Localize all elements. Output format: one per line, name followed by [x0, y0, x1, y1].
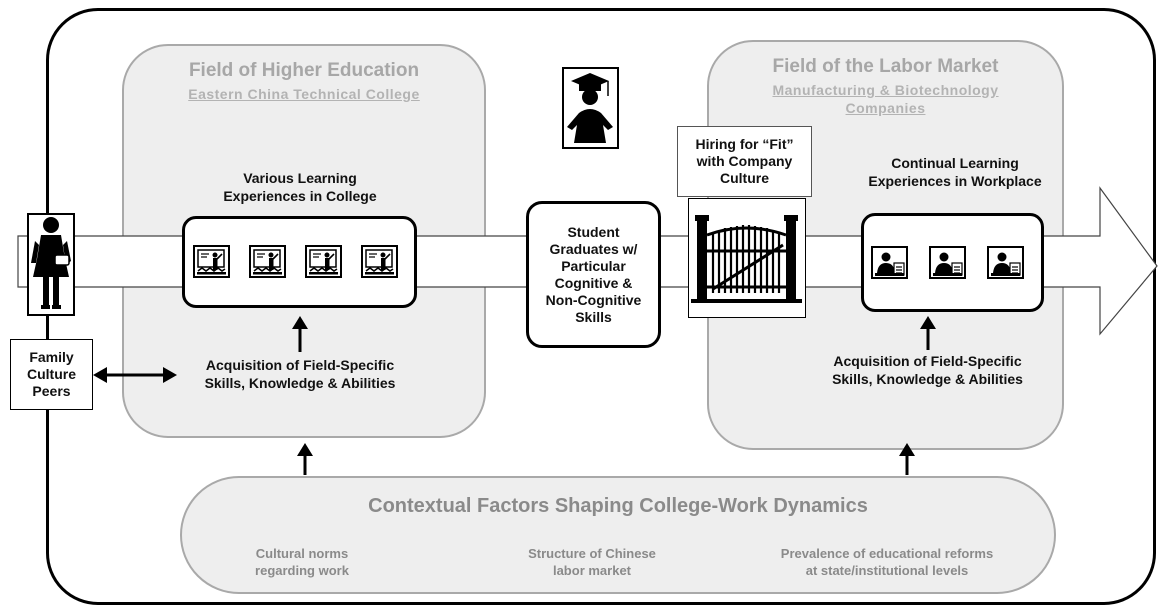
- context-to-labor-arrow: [899, 443, 915, 475]
- classroom-teacher-icon: [305, 245, 342, 278]
- graduates-line4: Cognitive &: [554, 274, 633, 291]
- office-worker-icon: [929, 246, 966, 279]
- student-icon: [31, 217, 71, 309]
- workplace-acquisition-label: Acquisition of Field-Specific Skills, Kn…: [795, 352, 1060, 388]
- hiring-line1: Hiring for “Fit”: [695, 136, 794, 152]
- gate-icon: [691, 215, 802, 303]
- higher-education-subtitle: Eastern China Technical College: [188, 86, 420, 102]
- workplace-acquisition-line1: Acquisition of Field-Specific: [833, 353, 1022, 369]
- gate-icon-box: [688, 198, 806, 318]
- workplace-experiences-line2: Experiences in Workplace: [868, 173, 1042, 189]
- hiring-line3: Culture: [720, 170, 769, 186]
- graduates-line5: Non-Cognitive: [545, 291, 642, 308]
- college-experiences-label: Various Learning Experiences in College: [180, 169, 420, 205]
- student-graduates-box: Student Graduates w/ Particular Cognitiv…: [526, 201, 661, 348]
- classroom-teacher-icon: [249, 245, 286, 278]
- higher-education-title: Field of Higher Education: [188, 60, 420, 81]
- graduates-line3: Particular: [561, 257, 626, 274]
- context-item-educational-reforms: Prevalence of educational reforms at sta…: [742, 545, 1032, 579]
- college-experiences-line1: Various Learning: [243, 170, 357, 186]
- classroom-teacher-icon: [361, 245, 398, 278]
- labor-market-subtitle-line1: Manufacturing & Biotechnology: [772, 82, 999, 98]
- context-item-line2: labor market: [552, 563, 632, 578]
- context-item-line1: Prevalence of educational reforms: [780, 546, 994, 561]
- culture-line: Culture: [27, 366, 76, 382]
- context-item-labor-market: Structure of Chinese labor market: [497, 545, 687, 579]
- peers-line: Peers: [32, 383, 71, 399]
- graduates-line6: Skills: [575, 308, 612, 325]
- hiring-fit-box: Hiring for “Fit” with Company Culture: [677, 126, 812, 197]
- classroom-teacher-icon: [193, 245, 230, 278]
- office-worker-icon: [871, 246, 908, 279]
- workplace-experiences-line1: Continual Learning: [891, 155, 1019, 171]
- contextual-factors-panel: Contextual Factors Shaping College-Work …: [180, 476, 1056, 594]
- college-experiences-line2: Experiences in College: [223, 188, 377, 204]
- college-up-arrow: [292, 316, 308, 352]
- college-acquisition-label: Acquisition of Field-Specific Skills, Kn…: [165, 356, 435, 392]
- college-acquisition-line2: Skills, Knowledge & Abilities: [204, 375, 396, 391]
- workplace-acquisition-line2: Skills, Knowledge & Abilities: [832, 371, 1023, 387]
- context-item-line1: Structure of Chinese: [528, 546, 656, 561]
- family-line: Family: [29, 349, 74, 365]
- family-double-arrow: [93, 367, 177, 383]
- context-item-line2: regarding work: [255, 563, 349, 578]
- graduates-line1: Student: [567, 223, 620, 240]
- workplace-experiences-label: Continual Learning Experiences in Workpl…: [840, 154, 1070, 190]
- hiring-line2: with Company: [696, 153, 793, 169]
- student-icon-box: [27, 213, 75, 316]
- contextual-factors-title: Contextual Factors Shaping College-Work …: [368, 495, 868, 517]
- workplace-up-arrow: [920, 316, 936, 350]
- context-item-line2: at state/institutional levels: [805, 563, 969, 578]
- graduate-icon-box: [562, 67, 619, 149]
- office-worker-icon: [987, 246, 1024, 279]
- college-acquisition-line1: Acquisition of Field-Specific: [205, 357, 395, 373]
- context-item-line1: Cultural norms: [255, 546, 349, 561]
- graduate-icon: [567, 73, 613, 143]
- context-item-cultural-norms: Cultural norms regarding work: [212, 545, 392, 579]
- family-culture-peers-box: Family Culture Peers: [10, 339, 93, 410]
- labor-market-title: Field of the Labor Market: [772, 56, 999, 77]
- context-to-college-arrow: [297, 443, 313, 475]
- graduates-line2: Graduates w/: [549, 240, 638, 257]
- labor-market-subtitle-line2: Companies: [845, 100, 926, 116]
